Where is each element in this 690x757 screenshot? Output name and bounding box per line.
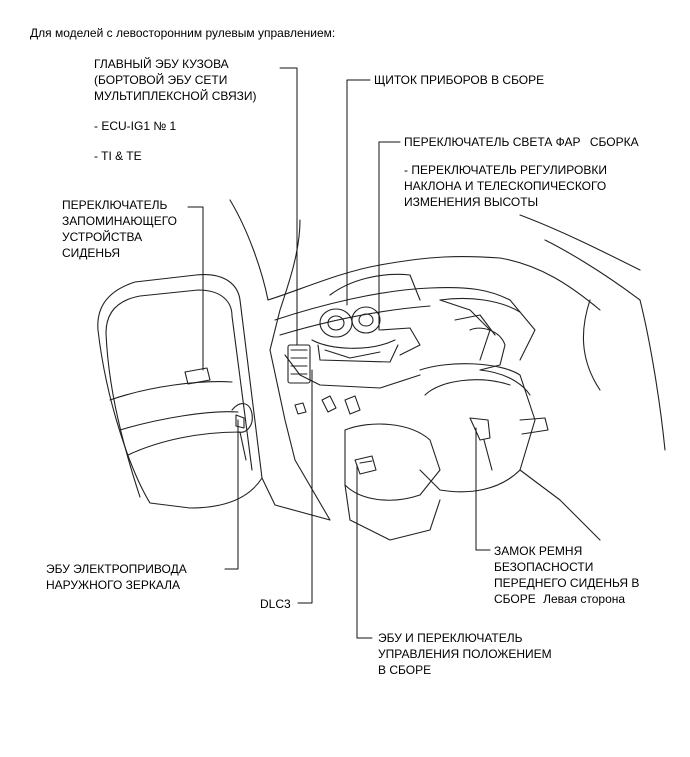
body-frame bbox=[229, 199, 666, 521]
dashboard bbox=[269, 273, 536, 521]
mirror-ecu-label: ЭБУ ЭЛЕКТРОПРИВОДА НАРУЖНОГО ЗЕРКАЛА bbox=[46, 562, 187, 592]
body-ecu-label: ГЛАВНЫЙ ЭБУ КУЗОВА (БОРТОВОЙ ЭБУ СЕТИ МУ… bbox=[94, 57, 257, 163]
combination-meter-label: ЩИТОК ПРИБОРОВ В СБОРЕ bbox=[374, 73, 545, 87]
seat-memory-switch-label: ПЕРЕКЛЮЧАТЕЛЬ ЗАПОМИНАЮЩЕГО УСТРОЙСТВА С… bbox=[62, 198, 177, 260]
page-caption: Для моделей с левосторонним рулевым упра… bbox=[30, 26, 336, 40]
door-panel bbox=[97, 274, 263, 509]
seatbelt-buckle-label: ЗАМОК РЕМНЯ БЕЗОПАСНОСТИ ПЕРЕДНЕГО СИДЕН… bbox=[494, 544, 640, 606]
position-ecu-label: ЭБУ И ПЕРЕКЛЮЧАТЕЛЬ УПРАВЛЕНИЯ ПОЛОЖЕНИЕ… bbox=[378, 631, 552, 677]
driver-seat bbox=[344, 363, 601, 541]
dlc3-label: DLC3 bbox=[260, 597, 291, 611]
headlight-switch-label: ПЕРЕКЛЮЧАТЕЛЬ СВЕТА ФАР СБОРКА - ПЕРЕКЛЮ… bbox=[404, 135, 639, 209]
leader-lines bbox=[187, 67, 491, 639]
